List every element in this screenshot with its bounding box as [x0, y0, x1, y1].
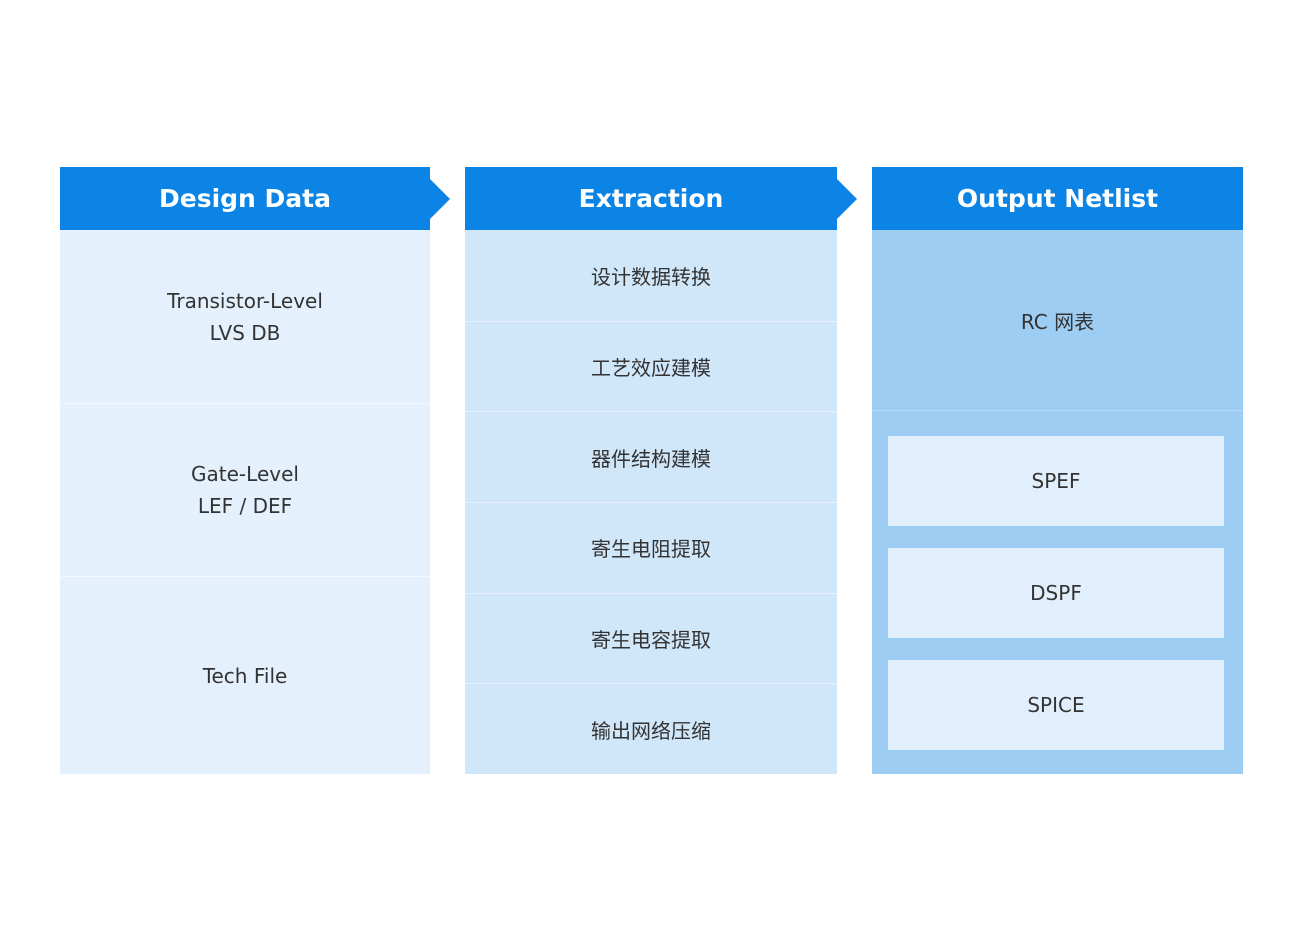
output-netlist-title: Output Netlist	[956, 184, 1159, 213]
item-line2: LEF / DEF	[197, 494, 293, 518]
arrow-right-icon	[430, 179, 450, 219]
design-data-item-transistor: Transistor-Level LVS DB	[60, 230, 430, 403]
format-box-spef: SPEF	[888, 436, 1224, 526]
design-data-body: Transistor-Level LVS DB Gate-Level LEF /…	[60, 230, 430, 774]
format-box-dspf: DSPF	[888, 548, 1224, 638]
design-data-item-tech: Tech File	[60, 576, 430, 774]
extraction-step: 器件结构建模	[465, 411, 837, 502]
item-line1: Transistor-Level	[167, 288, 323, 313]
extraction-body: 设计数据转换 工艺效应建模 器件结构建模 寄生电阻提取 寄生电容提取 输出网络压…	[465, 230, 837, 774]
extraction-column: Extraction 设计数据转换 工艺效应建模 器件结构建模 寄生电阻提取 寄…	[465, 167, 857, 774]
output-netlist-column: Output Netlist RC 网表 SPEF DSPF SPICE	[872, 167, 1243, 774]
arrow-right-icon	[837, 179, 857, 219]
extraction-step: 输出网络压缩	[465, 683, 837, 774]
extraction-step: 工艺效应建模	[465, 320, 837, 412]
design-data-header: Design Data	[60, 167, 450, 230]
extraction-header: Extraction	[465, 167, 857, 230]
design-data-title: Design Data	[159, 184, 331, 213]
extraction-step: 寄生电容提取	[465, 592, 837, 684]
extraction-step: 设计数据转换	[591, 264, 711, 289]
extraction-title: Extraction	[578, 184, 724, 213]
extraction-step: 寄生电阻提取	[465, 501, 837, 593]
item-line1: Gate-Level	[191, 462, 299, 486]
design-data-item-gate: Gate-Level LEF / DEF	[60, 403, 430, 576]
output-netlist-header: Output Netlist	[872, 167, 1243, 230]
item-line2: LVS DB	[209, 320, 281, 345]
rc-netlist-label: RC 网表	[872, 230, 1243, 411]
design-data-column: Design Data Transistor-Level LVS DB Gate…	[60, 167, 450, 774]
output-netlist-body: RC 网表 SPEF DSPF SPICE	[872, 230, 1243, 774]
item-line1: Tech File	[202, 663, 288, 688]
format-box-spice: SPICE	[888, 660, 1224, 750]
